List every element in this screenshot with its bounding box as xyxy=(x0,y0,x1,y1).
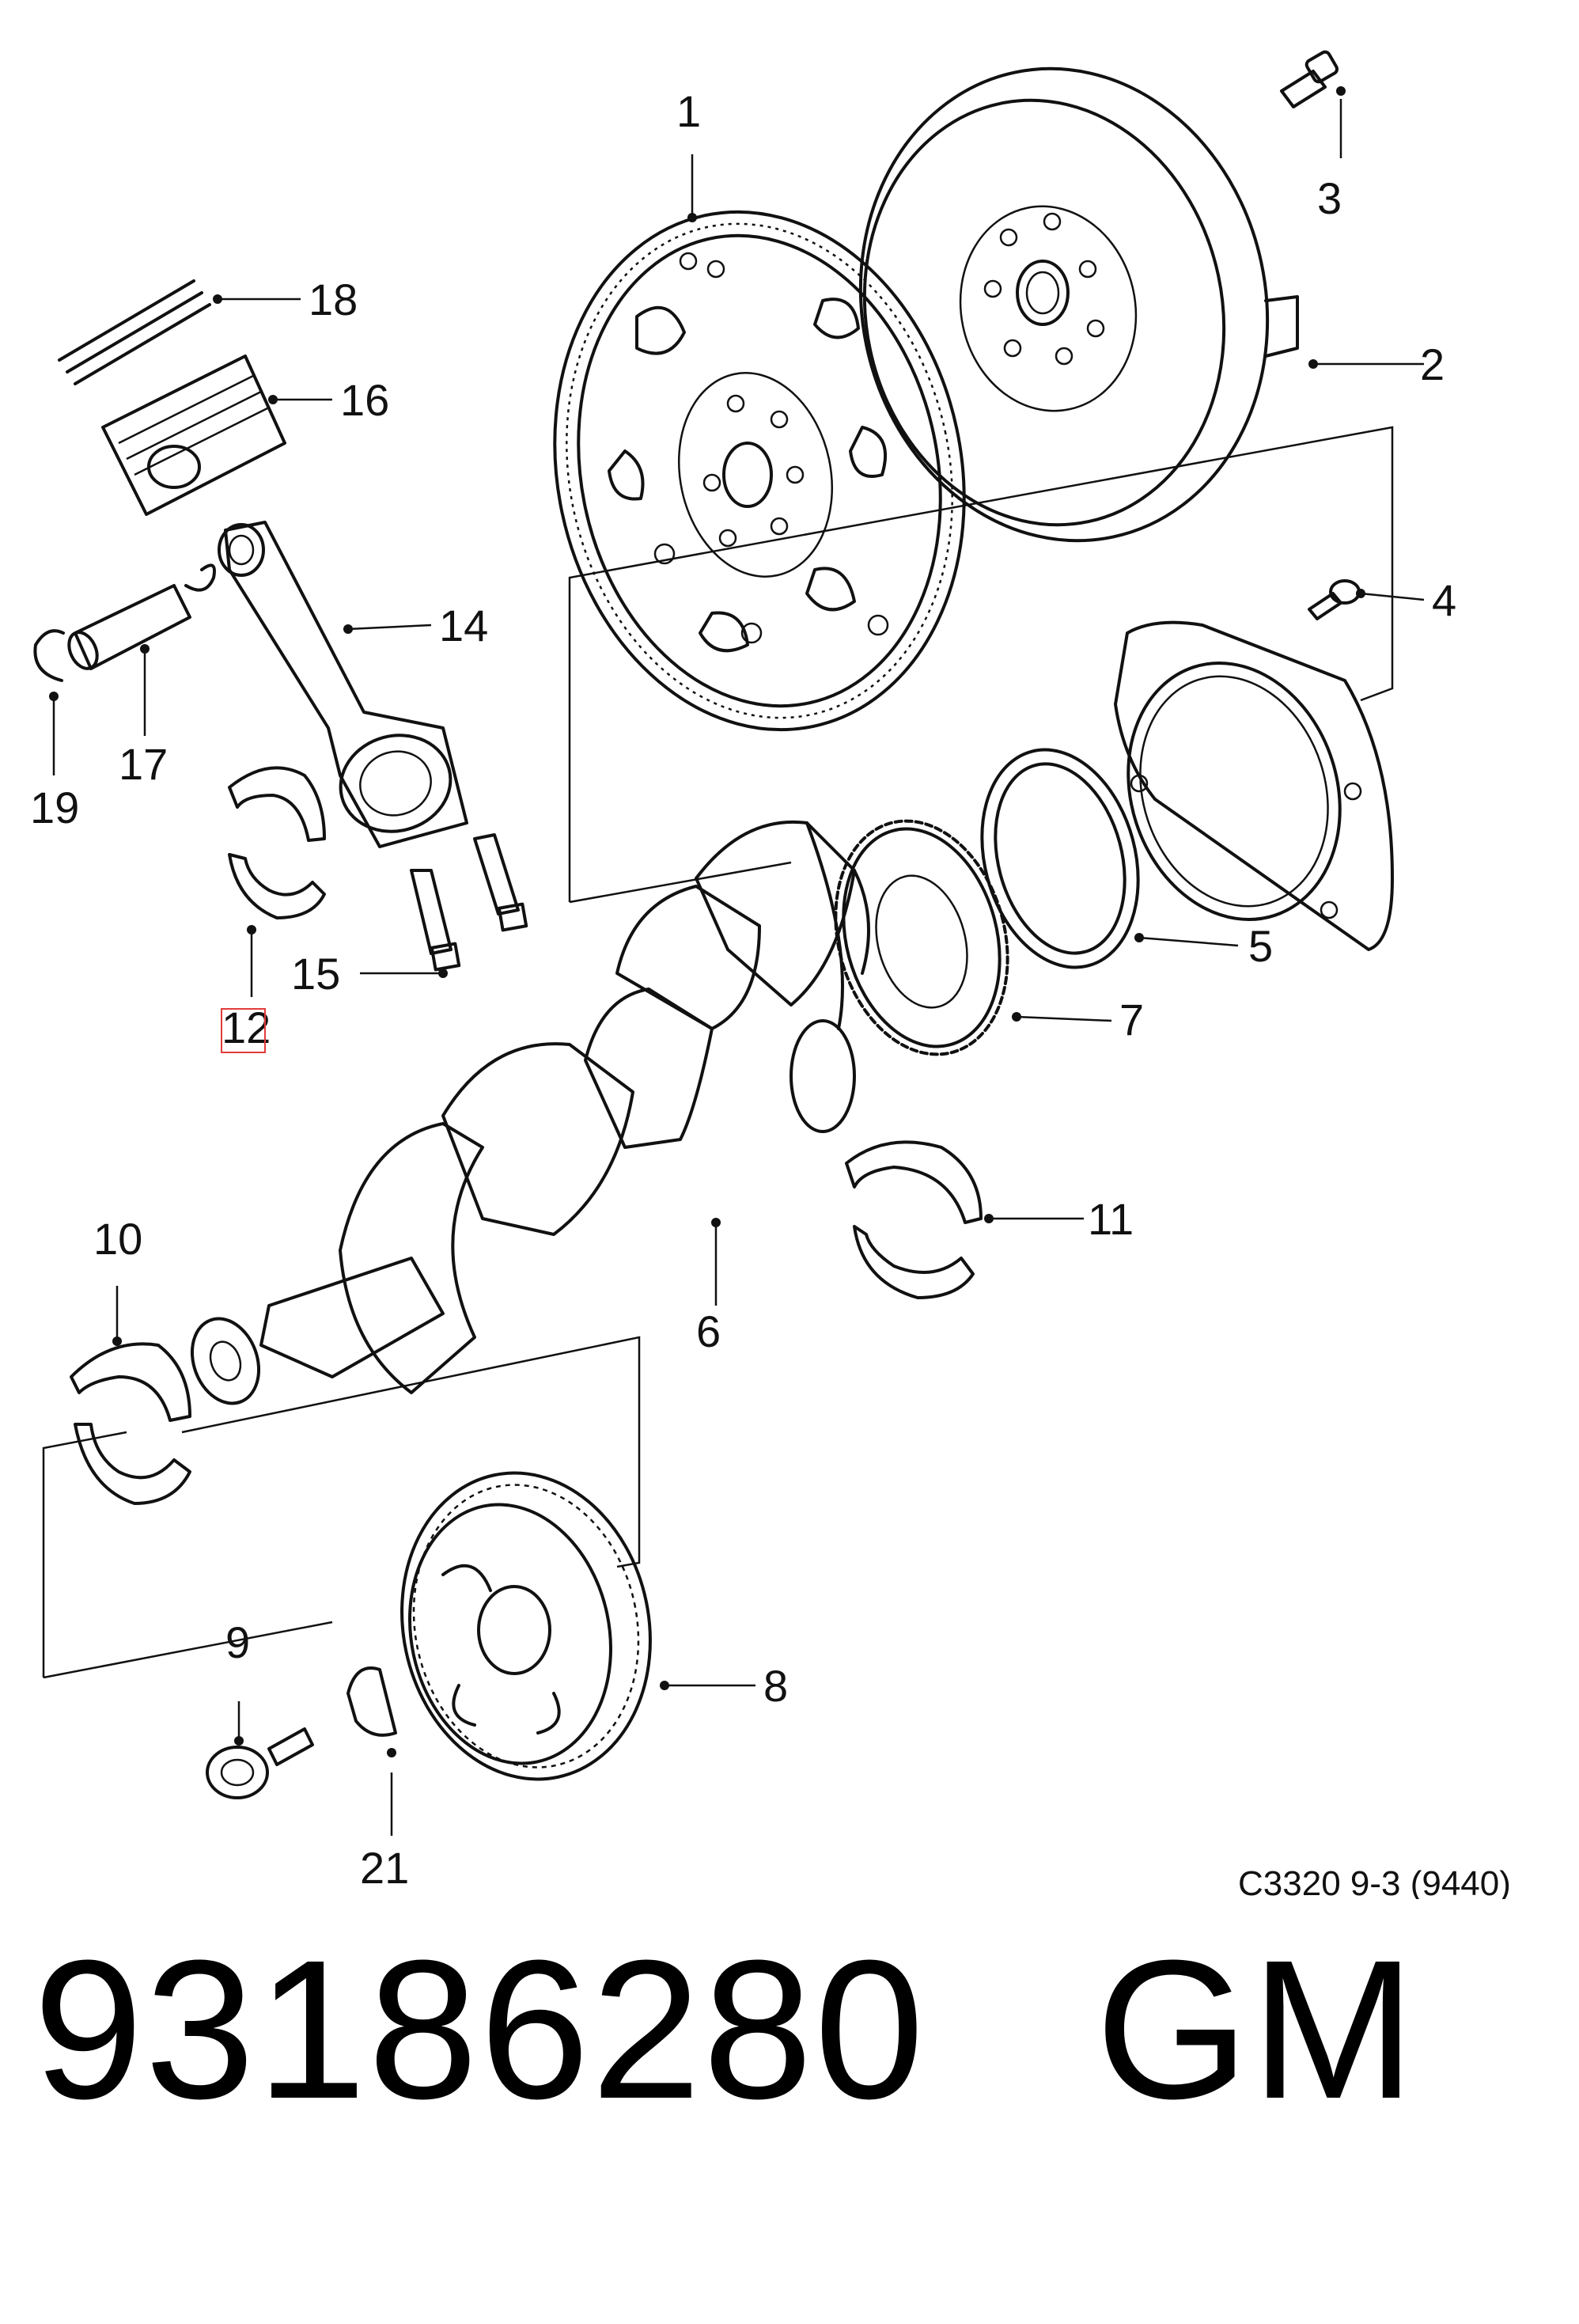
callout-10: 10 xyxy=(93,1214,142,1264)
callout-2: 2 xyxy=(1420,339,1445,389)
piston-rings xyxy=(58,279,211,385)
connecting-rod-bolts xyxy=(410,833,528,972)
rear-main-seal xyxy=(980,748,1140,969)
flywheel xyxy=(858,66,1299,543)
flexplate xyxy=(553,210,966,732)
callout-12-highlight-box xyxy=(221,1008,266,1053)
callout-8: 8 xyxy=(763,1661,788,1711)
crankshaft xyxy=(190,820,870,1405)
connecting-rod xyxy=(218,521,468,848)
callout-7: 7 xyxy=(1119,995,1144,1044)
connecting-rod-bearing-shells xyxy=(228,766,326,919)
callout-11: 11 xyxy=(1088,1194,1134,1244)
woodruff-key xyxy=(346,1666,397,1737)
piston-pin xyxy=(67,584,191,670)
callout-3: 3 xyxy=(1317,173,1342,223)
callout-21: 21 xyxy=(360,1843,409,1893)
seal-carrier-bolt xyxy=(1308,579,1361,620)
piston xyxy=(101,354,286,516)
callout-18: 18 xyxy=(309,275,358,324)
reluctor-ring xyxy=(834,819,1009,1056)
callout-17: 17 xyxy=(119,739,168,789)
callout-9: 9 xyxy=(225,1617,250,1667)
callout-5: 5 xyxy=(1248,921,1273,971)
pin-clips xyxy=(33,563,216,682)
callout-15: 15 xyxy=(291,949,340,999)
pulley-bolt xyxy=(206,1727,314,1799)
callout-12: 12 xyxy=(222,1003,271,1052)
crankshaft-pulley xyxy=(400,1471,652,1781)
callout-1: 1 xyxy=(676,86,701,136)
callout-19: 19 xyxy=(30,783,79,832)
leader-lines xyxy=(49,86,1425,1836)
thrust-bearing-shells xyxy=(845,1140,983,1299)
callout-14: 14 xyxy=(439,601,488,650)
diagram-reference: C3320 9-3 (9440) xyxy=(1238,1864,1511,1899)
callout-16: 16 xyxy=(340,375,389,425)
exploded-parts-diagram: 1 2 3 4 5 6 7 8 9 10 11 12 14 15 16 17 1… xyxy=(30,50,1511,1899)
callout-6: 6 xyxy=(696,1306,721,1356)
main-bearing-shells xyxy=(70,1342,191,1505)
rear-seal-carrier xyxy=(1114,620,1394,951)
frame-flywheel-group-base xyxy=(569,861,792,904)
frame-pulley-group xyxy=(42,1336,641,1679)
callout-4: 4 xyxy=(1432,575,1456,625)
flywheel-bolt xyxy=(1280,50,1339,108)
part-number-label: 93186280 GM xyxy=(33,1919,1418,2140)
frame-flywheel-group xyxy=(568,426,1394,902)
